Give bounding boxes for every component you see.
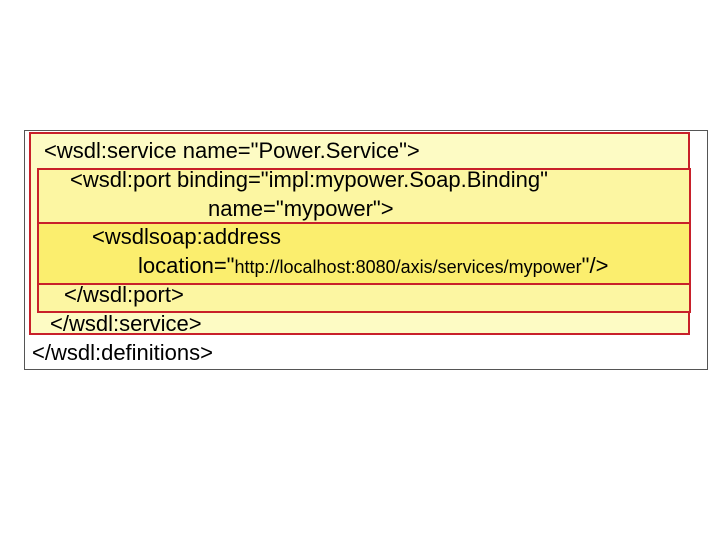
- definitions-close-line: </wsdl:definitions>: [32, 340, 213, 365]
- service-open-line: <wsdl:service name="Power.Service">: [44, 138, 420, 163]
- address-open-line: <wsdlsoap:address: [92, 224, 281, 249]
- location-url: http://localhost:8080/axis/services/mypo…: [234, 257, 582, 277]
- port-close-line: </wsdl:port>: [64, 282, 184, 307]
- port-name-line: name="mypower">: [208, 196, 394, 221]
- location-suffix: "/>: [581, 253, 609, 278]
- service-close-line: </wsdl:service>: [50, 311, 202, 336]
- address-highlight-box: [37, 222, 691, 285]
- location-line: location="http://localhost:8080/axis/ser…: [138, 253, 608, 280]
- location-prefix: location=": [138, 253, 235, 278]
- port-open-line: <wsdl:port binding="impl:mypower.Soap.Bi…: [70, 167, 548, 192]
